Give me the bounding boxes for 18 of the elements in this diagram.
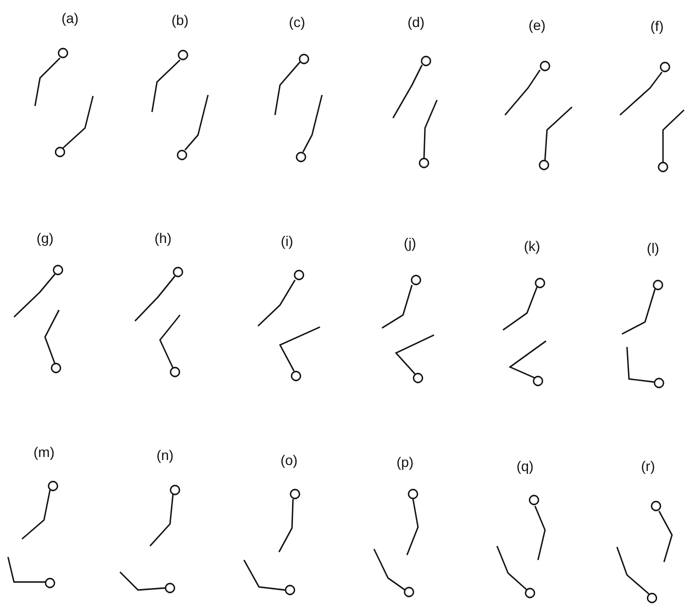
panel-label: (r)	[641, 458, 655, 474]
panel-label: (j)	[404, 235, 416, 251]
panel-label: (a)	[61, 10, 79, 26]
panel-label: (m)	[34, 444, 54, 460]
panel-label: (p)	[396, 454, 414, 470]
panel-label: (n)	[156, 447, 174, 463]
panel-label: (e)	[528, 17, 546, 33]
panel-label: (h)	[154, 230, 172, 246]
panel-label: (i)	[280, 233, 294, 249]
panel-label: (g)	[36, 230, 54, 246]
panel-label: (q)	[516, 458, 534, 474]
panel-label: (c)	[288, 14, 306, 30]
panel-label: (b)	[171, 12, 189, 28]
panel-label: (l)	[646, 240, 660, 256]
panel-label: (d)	[407, 14, 425, 30]
panel-label: (o)	[280, 452, 298, 468]
panel-label: (k)	[524, 238, 540, 254]
panel-label: (f)	[650, 18, 664, 34]
